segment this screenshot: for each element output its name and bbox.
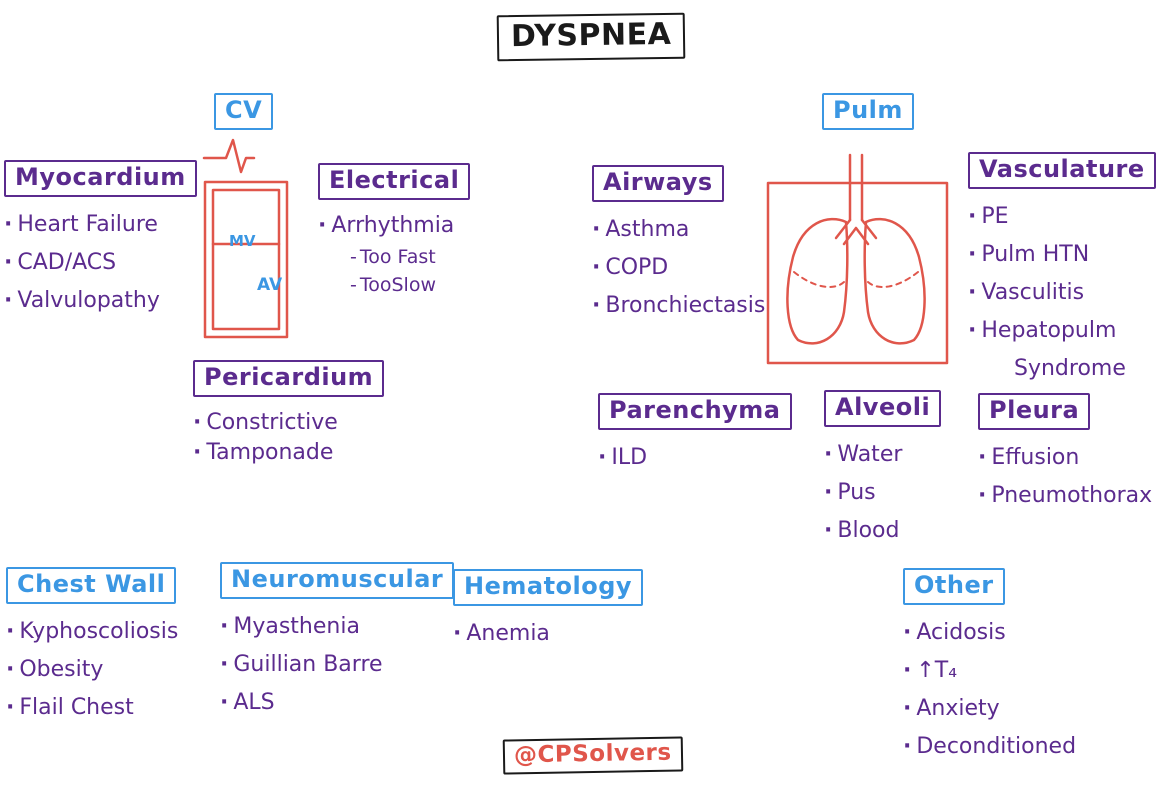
list-item: PE [968, 198, 1162, 236]
pericardium-list: Constrictive Tamponade [193, 408, 384, 468]
hematology-section: Hematology Anemia [453, 569, 644, 653]
electrical-header: Electrical [318, 163, 471, 200]
right-lung-fissure [867, 271, 919, 289]
heart-inner-wall [211, 188, 281, 331]
left-bronchus [834, 218, 852, 240]
pericardium-header: Pericardium [193, 360, 385, 397]
list-item: Hepatopulm Syndrome [968, 312, 1162, 388]
electrical-section: Electrical Arrhythmia Too Fast TooSlow [318, 163, 471, 299]
right-lung-outline [863, 217, 926, 345]
list-item: Acidosis [903, 614, 1076, 652]
vasculature-header: Vasculature [968, 152, 1156, 189]
page-title: DYSPNEA [496, 12, 686, 62]
alveoli-section: Alveoli Water Pus Blood [824, 390, 942, 550]
list-item: COPD [592, 249, 765, 287]
chest-wall-list: Kyphoscoliosis Obesity Flail Chest [6, 613, 178, 727]
chest-wall-header: Chest Wall [6, 567, 177, 604]
cv-branch-label: CV [214, 93, 274, 130]
list-item: Asthma [592, 211, 765, 249]
list-item: Pulm HTN [968, 236, 1162, 274]
list-item: ↑T₄ [903, 652, 1076, 690]
parenchyma-list: ILD [598, 439, 792, 477]
lungs-icon [766, 153, 949, 365]
alveoli-list: Water Pus Blood [824, 436, 941, 550]
lungs-frame [766, 181, 949, 365]
mitral-valve-label: MV [229, 232, 256, 250]
airways-header: Airways [592, 165, 724, 202]
list-item: Deconditioned [903, 728, 1076, 766]
hematology-header: Hematology [453, 569, 644, 606]
list-item: ALS [220, 684, 454, 722]
list-item: Flail Chest [6, 689, 178, 727]
left-lung-fissure [793, 271, 845, 289]
myocardium-list: Heart Failure CAD/ACS Valvulopathy [4, 206, 197, 320]
myocardium-section: Myocardium Heart Failure CAD/ACS Valvulo… [4, 160, 197, 320]
list-item: Pus [824, 474, 941, 512]
heart-outer-wall [203, 180, 289, 339]
right-bronchus [860, 218, 878, 240]
list-item: Myasthenia [220, 608, 454, 646]
alveoli-header: Alveoli [824, 390, 942, 427]
list-item: Effusion [978, 439, 1152, 477]
electrical-list: Arrhythmia Too Fast TooSlow [318, 209, 470, 299]
airways-list: Asthma COPD Bronchiectasis [592, 211, 765, 325]
pleura-header: Pleura [978, 393, 1091, 430]
list-item: Kyphoscoliosis [6, 613, 178, 651]
neuromuscular-list: Myasthenia Guillian Barre ALS [220, 608, 454, 722]
list-subitem: TooSlow [318, 271, 470, 299]
list-item: Arrhythmia [318, 209, 470, 243]
chest-wall-section: Chest Wall Kyphoscoliosis Obesity Flail … [6, 567, 178, 727]
vasculature-list: PE Pulm HTN Vasculitis Hepatopulm Syndro… [968, 198, 1162, 388]
airways-section: Airways Asthma COPD Bronchiectasis [592, 165, 765, 325]
list-item: Tamponade [193, 438, 384, 468]
list-item: Obesity [6, 651, 178, 689]
ekg-trace-icon [202, 138, 256, 174]
list-item: Anxiety [903, 690, 1076, 728]
pulm-branch-label: Pulm [822, 93, 914, 130]
neuromuscular-header: Neuromuscular [220, 562, 455, 599]
list-subitem: Too Fast [318, 243, 470, 271]
list-item: Heart Failure [4, 206, 197, 244]
heart-ekg-icon [202, 138, 289, 339]
hematology-list: Anemia [453, 615, 643, 653]
list-item: Pneumothorax [978, 477, 1152, 515]
parenchyma-header: Parenchyma [598, 393, 792, 430]
list-item: Blood [824, 512, 941, 550]
other-section: Other Acidosis ↑T₄ Anxiety Deconditioned [903, 568, 1076, 766]
list-item: Constrictive [193, 408, 384, 438]
other-list: Acidosis ↑T₄ Anxiety Deconditioned [903, 614, 1076, 766]
list-item: Valvulopathy [4, 282, 197, 320]
credit-watermark: @CPSolvers [502, 736, 683, 775]
list-item: CAD/ACS [4, 244, 197, 282]
list-item: Vasculitis [968, 274, 1162, 312]
other-header: Other [903, 568, 1005, 605]
pleura-list: Effusion Pneumothorax [978, 439, 1152, 515]
aortic-valve-label: AV [257, 275, 283, 295]
myocardium-header: Myocardium [4, 160, 197, 197]
neuromuscular-section: Neuromuscular Myasthenia Guillian Barre … [220, 562, 455, 722]
left-lung-outline [786, 217, 849, 345]
list-item: Anemia [453, 615, 643, 653]
pericardium-section: Pericardium Constrictive Tamponade [193, 360, 385, 468]
list-item: Bronchiectasis [592, 287, 765, 325]
list-item: Water [824, 436, 941, 474]
parenchyma-section: Parenchyma ILD [598, 393, 792, 477]
list-item: ILD [598, 439, 792, 477]
vasculature-section: Vasculature PE Pulm HTN Vasculitis Hepat… [968, 152, 1162, 388]
pleura-section: Pleura Effusion Pneumothorax [978, 393, 1152, 515]
list-item: Guillian Barre [220, 646, 454, 684]
